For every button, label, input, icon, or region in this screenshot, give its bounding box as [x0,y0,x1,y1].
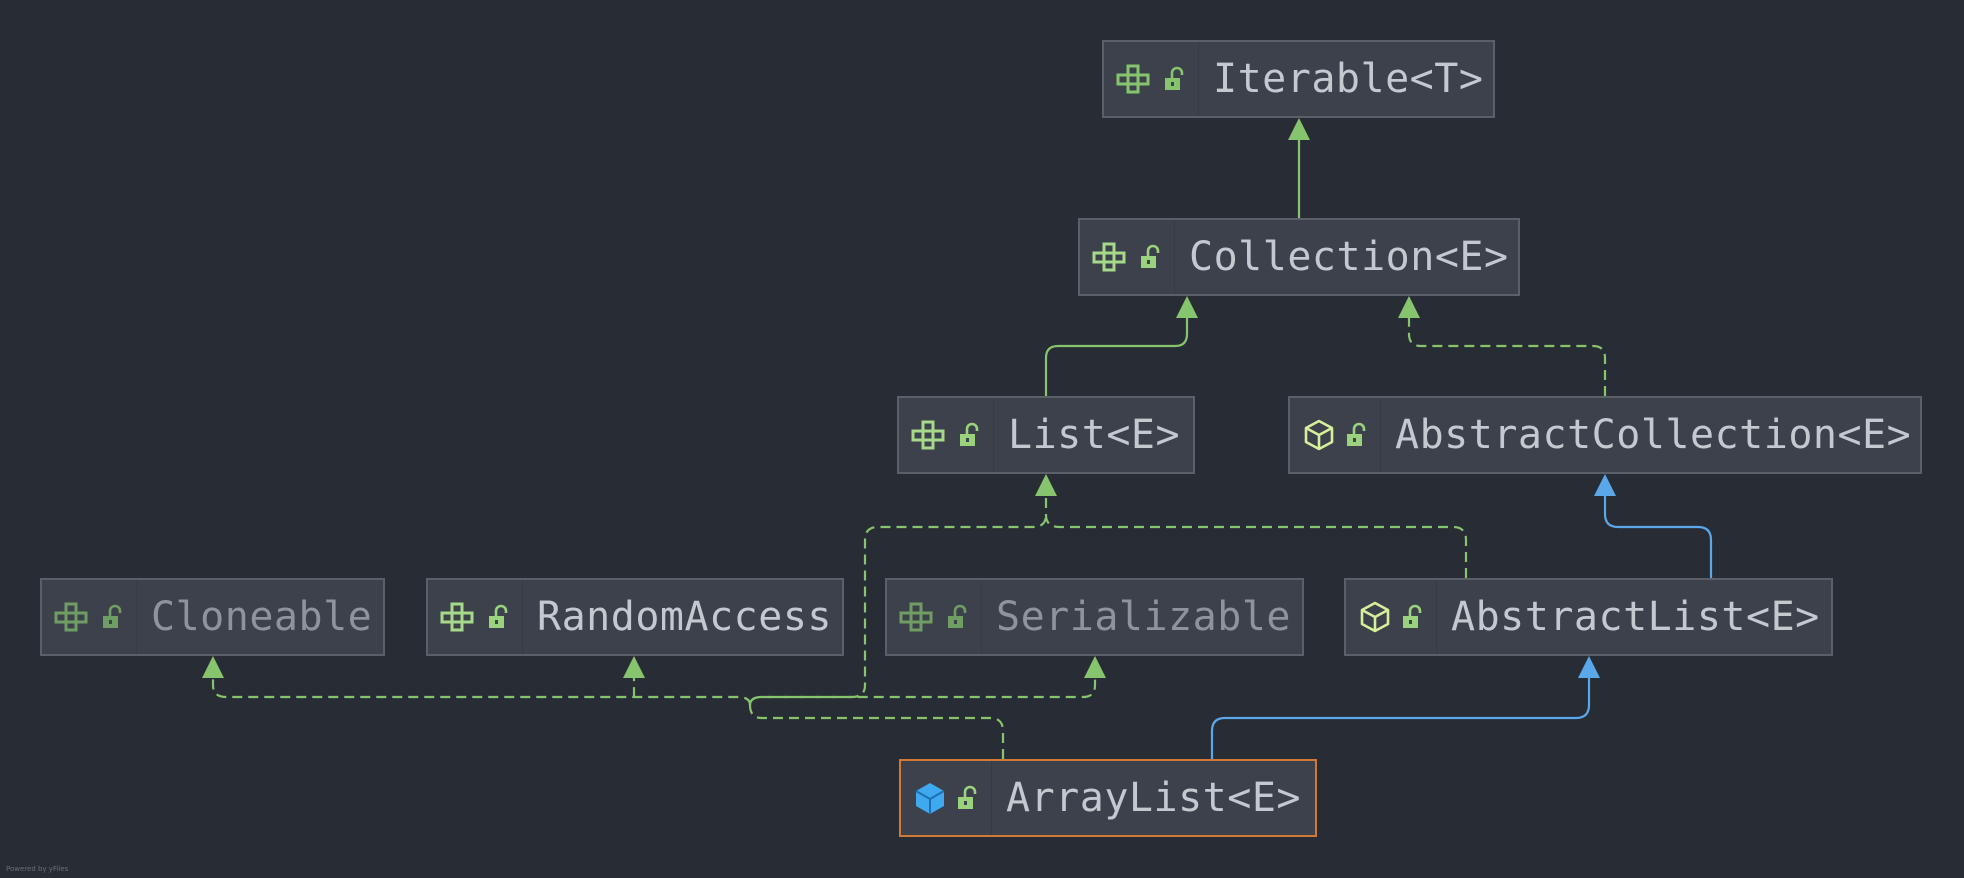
edge-array-list-to-cloneable [211,676,752,706]
node-serializable[interactable]: Serializable [885,578,1304,656]
node-array-list[interactable]: ArrayList<E> [899,759,1317,837]
edge-array-list-to-list [748,514,1048,759]
interface-icon [911,420,949,450]
node-label: Collection<E> [1189,234,1509,280]
edge-list-to-collection [1044,316,1189,396]
abstract-class-icon [1302,418,1336,452]
unlock-icon [1164,66,1186,92]
unlock-icon [959,422,981,448]
unlock-icon [1402,604,1424,630]
interface-icon [899,602,937,632]
unlock-icon [102,604,124,630]
node-label: Iterable<T> [1213,56,1484,102]
node-abstract-list[interactable]: AbstractList<E> [1344,578,1833,656]
node-abstract-collection[interactable]: AbstractCollection<E> [1288,396,1922,474]
edge-array-list-to-abstract-list [1210,676,1591,759]
node-label: List<E> [1008,412,1181,458]
unlock-icon [957,785,979,811]
node-random-access[interactable]: RandomAccess [426,578,844,656]
node-label: Serializable [996,594,1291,640]
arrowhead-collection-left [1176,296,1198,318]
arrowhead-list [1035,474,1057,496]
unlock-icon [488,604,510,630]
arrowhead-abstract-collection [1594,474,1616,496]
interface-icon [440,602,478,632]
node-label: RandomAccess [537,594,832,640]
interface-icon [1092,242,1130,272]
arrowhead-collection-right [1398,296,1420,318]
arrowhead-cloneable [202,656,224,678]
unlock-icon [1346,422,1368,448]
edge-abstract-list-to-abstract-collection [1603,494,1713,578]
node-cloneable[interactable]: Cloneable [40,578,385,656]
node-collection[interactable]: Collection<E> [1078,218,1520,296]
node-label: AbstractList<E> [1451,594,1820,640]
interface-icon [54,602,92,632]
node-iterable[interactable]: Iterable<T> [1102,40,1495,118]
class-icon [913,781,947,815]
node-label: AbstractCollection<E> [1395,412,1912,458]
node-label: ArrayList<E> [1006,775,1301,821]
edge-abstract-collection-to-collection [1407,316,1607,396]
node-list[interactable]: List<E> [897,396,1195,474]
unlock-icon [1140,244,1162,270]
edge-abstract-list-to-list [1044,494,1468,578]
abstract-class-icon [1358,600,1392,634]
edge-array-list-to-serializable [748,676,1097,706]
node-label: Cloneable [151,594,373,640]
arrowhead-random-access [623,656,645,678]
unlock-icon [947,604,969,630]
interface-icon [1116,64,1154,94]
arrowhead-iterable [1288,118,1310,140]
arrowhead-serializable [1084,656,1106,678]
footer-credit: Powered by yFiles [6,865,69,873]
arrowhead-abstract-list [1578,656,1600,678]
